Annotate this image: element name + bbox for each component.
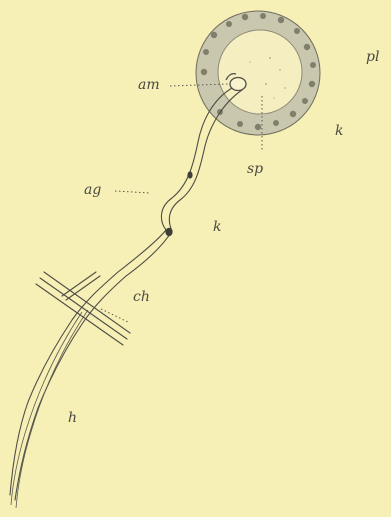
label-k-upper: k xyxy=(335,124,343,138)
filament-left-edge xyxy=(10,88,232,495)
label-sp: sp xyxy=(247,162,263,176)
ring-dot xyxy=(273,120,279,126)
label-ch: ch xyxy=(133,290,150,304)
ring-dot xyxy=(226,21,232,27)
filament xyxy=(10,88,242,500)
stipple-dot xyxy=(269,57,271,59)
label-h: h xyxy=(68,411,77,425)
ring-dot xyxy=(278,17,284,23)
crossbar-spur-2 xyxy=(66,276,100,300)
label-am: am xyxy=(138,78,160,92)
ring-dot xyxy=(290,111,296,117)
ring-dot xyxy=(302,98,308,104)
crossbar xyxy=(36,272,130,345)
label-pl: pl xyxy=(366,50,379,64)
ring-dot xyxy=(309,81,315,87)
ring-dot xyxy=(237,121,243,127)
stipple-dot xyxy=(265,83,267,85)
filament-node-upper xyxy=(187,171,192,178)
crossbar-line-1 xyxy=(36,284,123,345)
ring-dot xyxy=(203,49,209,55)
ring-dot xyxy=(310,62,316,68)
stipple-dot xyxy=(279,69,281,71)
stipple-dot xyxy=(249,61,251,63)
inner-disc xyxy=(218,30,302,114)
hair-strands xyxy=(11,310,88,508)
ring-dot xyxy=(260,13,266,19)
ring-dot xyxy=(201,69,207,75)
ring-dot xyxy=(294,28,300,34)
filament-node-lower xyxy=(165,228,172,236)
ring-dot xyxy=(255,124,261,130)
leader-ag xyxy=(115,191,150,193)
stipple-dot xyxy=(284,87,286,89)
strand xyxy=(16,310,88,508)
label-ag: ag xyxy=(84,183,101,197)
crossbar-line-3 xyxy=(44,272,130,333)
small-oval-organ xyxy=(230,78,246,91)
crossbar-spur-1 xyxy=(62,272,96,296)
label-k-lower: k xyxy=(213,220,221,234)
ring-dot xyxy=(242,14,248,20)
filament-right-edge xyxy=(15,90,242,500)
ring-dot xyxy=(211,32,217,38)
ring-dot xyxy=(304,44,310,50)
stipple-dot xyxy=(273,97,275,99)
